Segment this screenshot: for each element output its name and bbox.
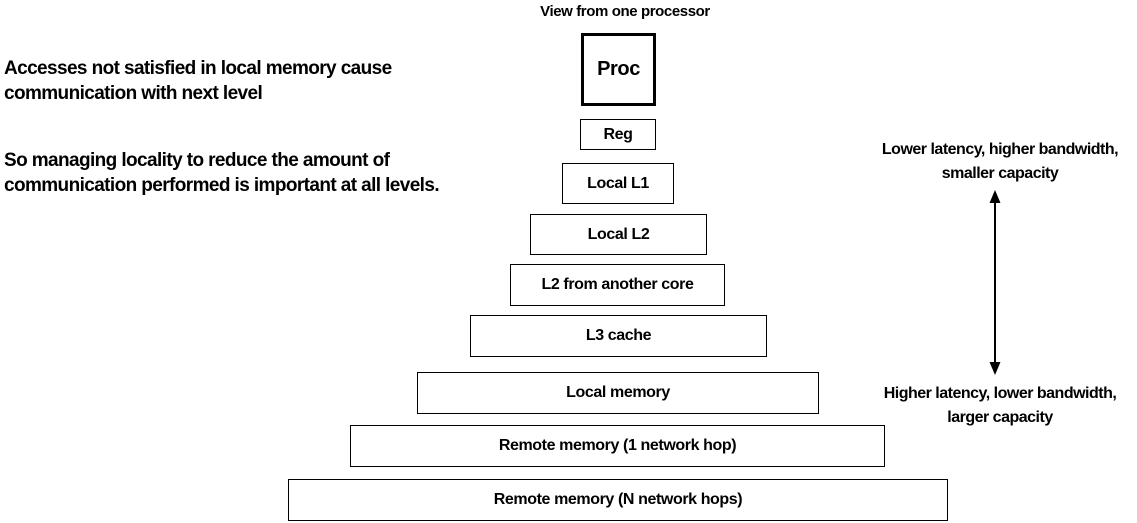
level-local-memory-box: Local memory	[417, 372, 819, 414]
arrow-head-up-icon	[989, 190, 1001, 203]
scale-bottom-line1: Higher latency, lower bandwidth,	[883, 385, 1117, 402]
level-l3-cache-label: L3 cache	[585, 327, 652, 344]
level-remote-memory-nhops-box: Remote memory (N network hops)	[288, 479, 948, 521]
scale-top-line1: Lower latency, higher bandwidth,	[881, 141, 1119, 158]
level-remote-memory-nhops-label: Remote memory (N network hops)	[493, 491, 743, 508]
level-local-l1-label: Local L1	[587, 174, 649, 192]
level-remote-memory-1hop-label: Remote memory (1 network hop)	[498, 437, 737, 454]
note-line-communication: communication with next level	[4, 83, 263, 104]
level-remote-l2-label: L2 from another core	[541, 276, 694, 293]
level-local-memory-label: Local memory	[566, 384, 670, 401]
scale-top-line2: smaller capacity	[941, 165, 1059, 182]
hierarchy-title: View from one processor	[540, 3, 710, 20]
level-local-l2-label: Local L2	[587, 225, 650, 243]
level-proc-box: Proc	[581, 33, 656, 106]
level-remote-memory-1hop-box: Remote memory (1 network hop)	[350, 425, 885, 467]
level-remote-l2-box: L2 from another core	[510, 264, 725, 306]
level-reg-label: Reg	[603, 125, 633, 143]
level-l3-cache-box: L3 cache	[470, 315, 767, 357]
note-line-managing-locality: So managing locality to reduce the amoun…	[4, 150, 390, 171]
level-proc-label: Proc	[597, 58, 640, 80]
double-arrow-icon	[989, 190, 1001, 375]
note-line-importance: communication performed is important at …	[4, 175, 440, 196]
scale-bottom-line2: larger capacity	[947, 409, 1053, 426]
level-local-l2-box: Local L2	[530, 214, 707, 255]
level-local-l1-box: Local L1	[562, 163, 674, 204]
arrow-head-down-icon	[989, 362, 1001, 375]
note-line-accesses: Accesses not satisfied in local memory c…	[4, 58, 392, 79]
level-reg-box: Reg	[580, 119, 656, 150]
